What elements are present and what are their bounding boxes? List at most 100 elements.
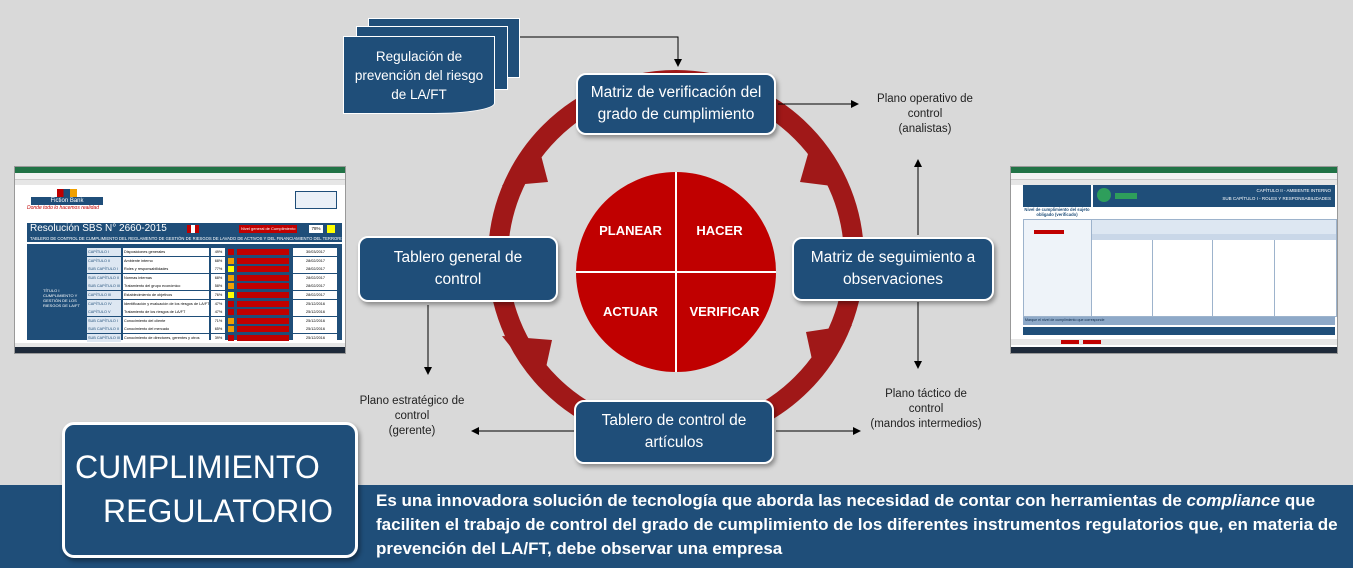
dashboard-row-name: Ambiente interno (123, 256, 209, 265)
note-tactico-line2: control (908, 403, 944, 415)
right-grid-header (1092, 220, 1336, 234)
dashboard-row-date: 28/02/2017 (293, 256, 337, 265)
quad-planear: PLANEAR (576, 172, 675, 271)
box-tablero-general-label: Tablero general de control (393, 249, 523, 288)
status-light-icon (228, 291, 234, 298)
note-estrategico-line2: control (394, 410, 430, 422)
dashboard-row-percent: 65% (211, 325, 225, 334)
status-light-icon (228, 266, 234, 273)
dashboard-row-percent: 47% (211, 308, 225, 317)
quad-verificar-label: VERIFICAR (689, 304, 760, 319)
dashboard-row-chapter: CAPÍTULO II (87, 256, 121, 265)
dashboard-row-name: Identificación y evaluación de los riesg… (123, 299, 209, 308)
right-tab-red (1061, 340, 1079, 344)
dashboard-row-name: Conocimiento del mercado (123, 325, 209, 334)
left-excel-titlebar (15, 167, 345, 173)
bottom-text-italic: compliance (1186, 491, 1281, 510)
dashboard-row-button[interactable] (237, 291, 289, 298)
dashboard-row-button[interactable] (237, 300, 289, 307)
dashboard-row-name: Normas internas (123, 273, 209, 282)
right-footer-bar2 (1023, 327, 1335, 335)
dashboard-row-name: Conocimiento del cliente (123, 316, 209, 325)
dashboard-row-button[interactable] (237, 249, 289, 255)
quad-hacer: HACER (677, 172, 776, 271)
bottom-description: Es una innovadora solución de tecnología… (376, 489, 1346, 561)
box-matriz-verificacion: Matriz de verificación del grado de cump… (576, 73, 776, 135)
right-grid (1023, 219, 1337, 317)
dashboard-row-name: Establecimiento de objetivos (123, 290, 209, 299)
dashboard-row-button[interactable] (237, 274, 289, 281)
dashboard-row-chapter: CAPÍTULO IV (87, 299, 121, 308)
right-footer-bar: Marque el nivel de cumplimiento que corr… (1023, 317, 1335, 325)
left-excel-status (15, 343, 345, 347)
note-estrategico-line3: (gerente) (388, 425, 436, 437)
note-operativo-line3: (analistas) (898, 123, 952, 135)
dashboard-row-button[interactable] (237, 257, 289, 264)
cycle-arrowhead-bottom-right (806, 325, 852, 378)
right-header-bar: CAPÍTULO II - AMBIENTE INTERNO SUB CAPÍT… (1093, 185, 1335, 207)
dashboard-row-button[interactable] (237, 283, 289, 290)
right-tab-red-2 (1083, 340, 1101, 344)
dashboard-row-chapter: SUB CAPÍTULO III (87, 282, 121, 291)
dashboard-row-date: 25/12/2016 (293, 308, 337, 317)
dashboard-row-percent: 49% (211, 248, 225, 256)
left-table-panel: TÍTULO I CUMPLIMIENTO Y GESTIÓN DE LOS R… (27, 244, 342, 343)
dashboard-row-date: 28/02/2017 (293, 282, 337, 291)
dashboard-row-button[interactable] (237, 326, 289, 333)
right-grid-subheader (1092, 234, 1336, 240)
left-bank-logo-right (295, 191, 337, 209)
status-light-icon (228, 309, 234, 316)
dashboard-row-chapter: SUB CAPÍTULO I (87, 316, 121, 325)
pdca-divider-h (576, 271, 776, 273)
right-header1: CAPÍTULO II - AMBIENTE INTERNO (1256, 188, 1331, 193)
dashboard-row-name: Tratamiento del grupo económico (123, 282, 209, 291)
note-tactico-line3: (mandos intermedios) (870, 418, 982, 430)
left-brand-name: Fiction Bank (31, 197, 103, 205)
dashboard-row-button[interactable] (237, 334, 289, 341)
left-level-label: Nivel general de Cumplimiento (239, 225, 298, 233)
box-tablero-articulos: Tablero de control de artículos (574, 400, 774, 464)
right-excel-titlebar (1011, 167, 1337, 173)
dashboard-row-name: Roles y responsabilidades (123, 265, 209, 274)
doc-connector (520, 36, 682, 67)
status-light-icon (228, 283, 234, 290)
note-plano-estrategico: Plano estratégico de control (gerente) (352, 394, 472, 439)
dashboard-row-chapter: CAPÍTULO I (87, 248, 121, 256)
status-light-icon (228, 334, 234, 341)
dashboard-row-date: 30/03/2017 (293, 248, 337, 256)
cycle-arrowhead-top-right (800, 140, 848, 188)
right-side-panel (1023, 185, 1091, 207)
dashboard-row-date: 25/12/2016 (293, 325, 337, 334)
box-matriz-seguimiento-label: Matriz de seguimiento a observaciones (810, 249, 976, 288)
right-matrix-screenshot: Nivel de cumplimiento del sujeto obligad… (1010, 166, 1338, 354)
dashboard-row-percent: 68% (211, 256, 225, 265)
doc-stack-label: Regulación de prevención del riesgo de L… (354, 48, 484, 102)
dashboard-row-percent: 39% (211, 333, 225, 342)
dashboard-row-date: 25/12/2016 (293, 316, 337, 325)
left-subtitle: TABLERO DE CONTROL DE CUMPLIMIENTO DEL R… (27, 235, 342, 242)
dashboard-row-button[interactable] (237, 266, 289, 273)
box-tablero-articulos-label: Tablero de control de artículos (601, 412, 747, 451)
left-excel-ribbon (15, 173, 345, 180)
dashboard-row-button[interactable] (237, 317, 289, 324)
left-level-value: 78% (309, 225, 323, 233)
dashboard-row-button[interactable] (237, 309, 289, 316)
dashboard-row-percent: 47% (211, 299, 225, 308)
dashboard-row-percent: 71% (211, 316, 225, 325)
title-line1: CUMPLIMIENTO (75, 449, 320, 485)
note-tactico-line1: Plano táctico de (885, 388, 967, 400)
right-excel-ribbon (1011, 173, 1337, 180)
left-title: Resolución SBS N° 2660-2015 (30, 223, 167, 234)
right-green-button (1115, 193, 1137, 199)
note-plano-tactico: Plano táctico de control (mandos interme… (862, 387, 990, 432)
